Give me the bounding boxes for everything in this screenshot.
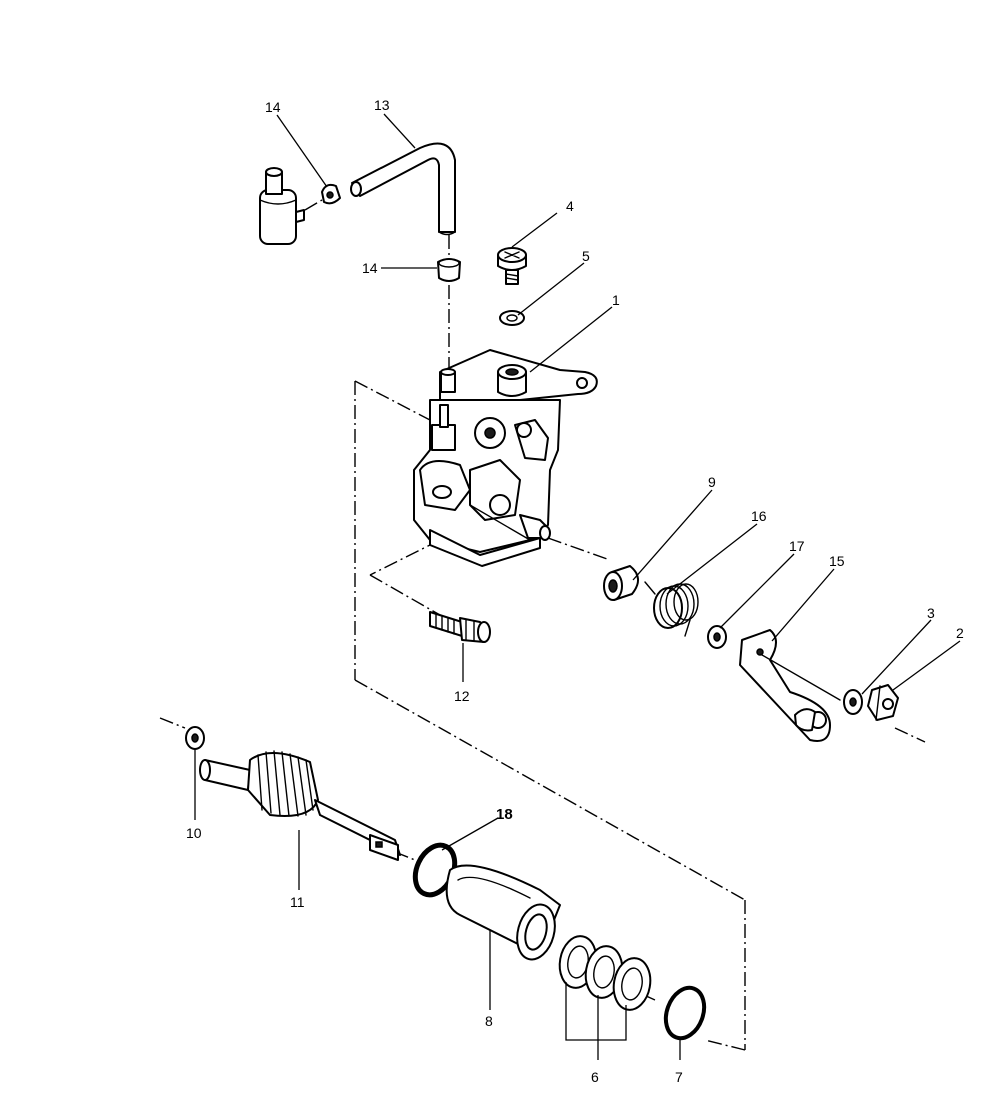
pump-body-1	[413, 349, 598, 567]
callout-labels: 1 2 3 4 5 6 7 8 9 10 11 12 13 14 14 15 1…	[186, 97, 964, 1085]
leader-lines	[194, 113, 961, 1060]
bolt-12	[429, 611, 491, 643]
spring-16	[644, 581, 699, 637]
callout-12: 12	[454, 688, 470, 704]
nut-2	[867, 684, 899, 721]
o-ring-7	[663, 985, 707, 1041]
callout-5: 5	[582, 248, 590, 264]
callout-14-lower: 14	[362, 260, 378, 276]
gear-shaft-11	[199, 750, 401, 861]
screw-4	[497, 247, 527, 285]
callout-16: 16	[751, 508, 767, 524]
callout-4: 4	[566, 198, 574, 214]
washer-10	[185, 726, 205, 750]
lever-15	[739, 629, 841, 742]
clamp-14-upper	[321, 183, 341, 205]
callout-10: 10	[186, 825, 202, 841]
callout-2: 2	[956, 625, 964, 641]
callout-6: 6	[591, 1069, 599, 1085]
callout-1: 1	[612, 292, 620, 308]
callout-3: 3	[927, 605, 935, 621]
clamp-14-lower	[437, 258, 461, 282]
washer-3	[843, 689, 863, 715]
callout-14-upper: 14	[265, 99, 281, 115]
washer-5	[499, 310, 525, 326]
callout-15: 15	[829, 553, 845, 569]
callout-17: 17	[789, 538, 805, 554]
bushing-9	[603, 565, 639, 601]
callout-8: 8	[485, 1013, 493, 1029]
callout-13: 13	[374, 97, 390, 113]
hose-13	[350, 142, 456, 236]
fitting-upper-left	[259, 167, 323, 245]
callout-18: 18	[496, 806, 513, 823]
washer-17	[707, 625, 727, 649]
shims-6	[558, 935, 652, 1011]
callout-11: 11	[290, 894, 305, 910]
sleeve-8	[445, 864, 561, 961]
callout-7: 7	[675, 1069, 683, 1085]
callout-9: 9	[708, 474, 716, 490]
